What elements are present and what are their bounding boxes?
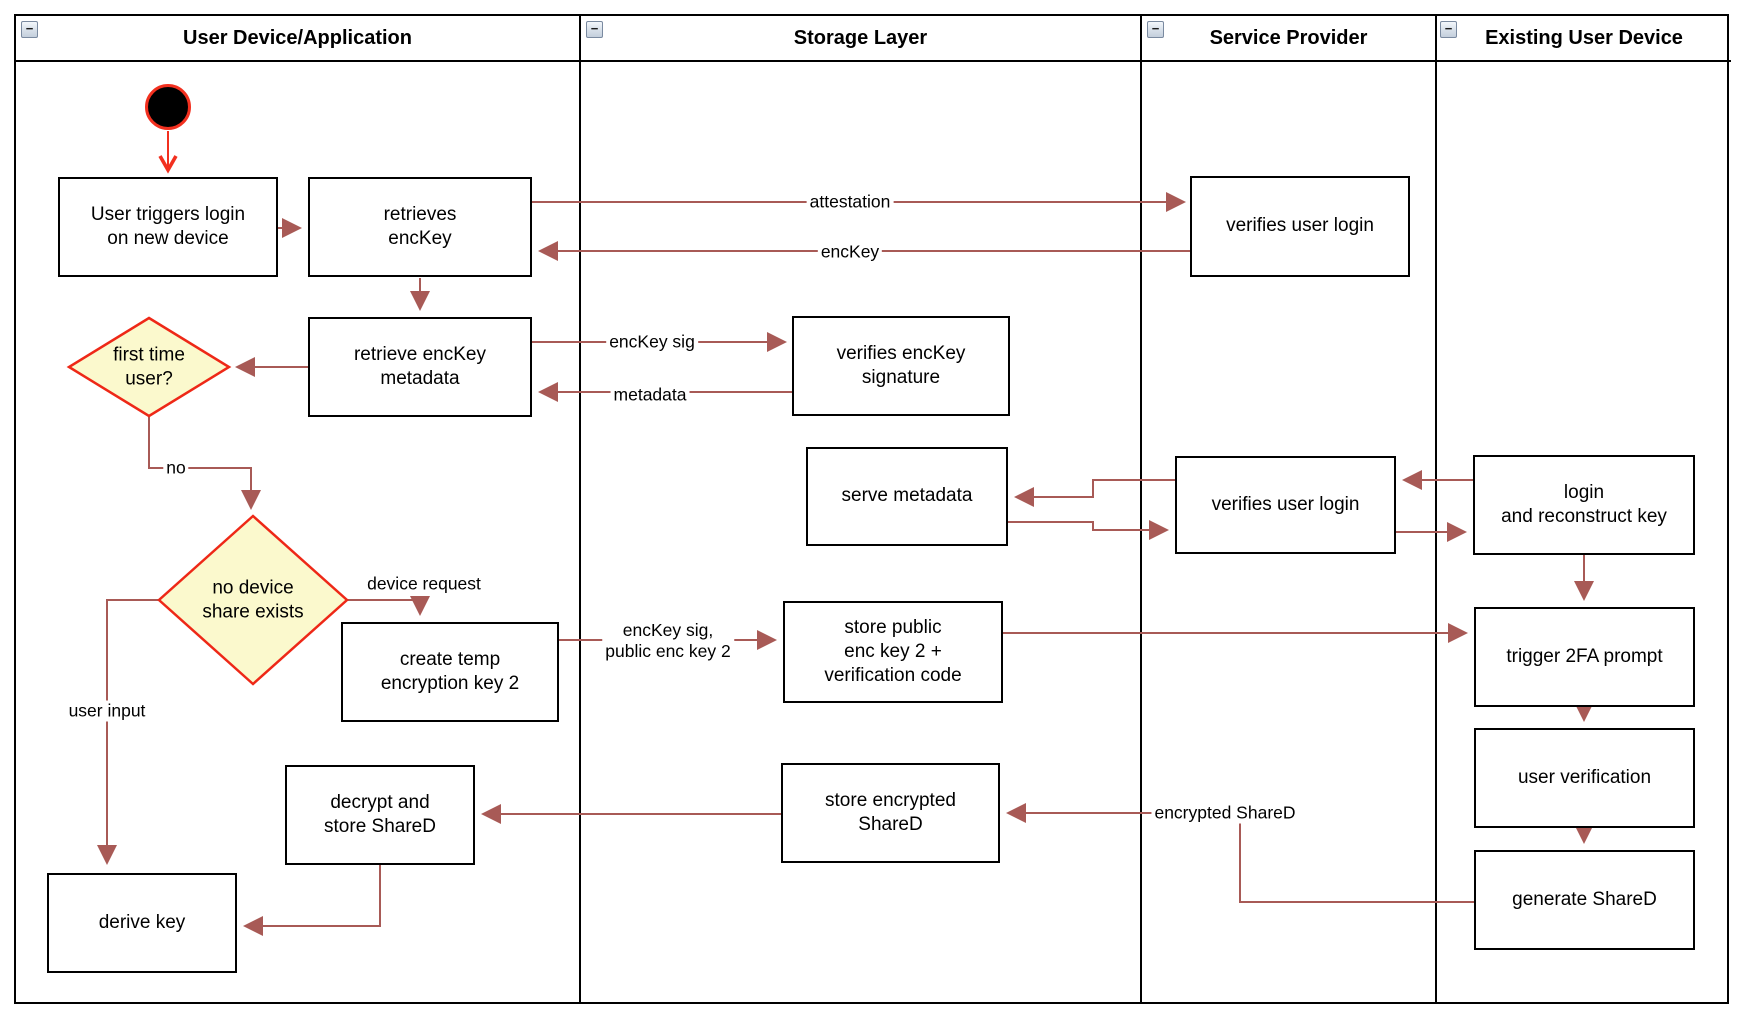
edge-encrypted-shared[interactable] <box>1006 803 1474 903</box>
edge-label-enckeysig-public2: encKey sig, public enc key 2 <box>602 620 734 662</box>
edge-label-enckey-sig: encKey sig <box>606 331 698 353</box>
edge-label-device-request: device request <box>367 573 481 594</box>
lane-header-user-device-application[interactable]: − User Device/Application <box>16 16 579 62</box>
edge-label-metadata: metadata <box>610 384 690 406</box>
lane-user-device-application: − User Device/Application <box>16 16 579 1002</box>
lane-header-storage-layer[interactable]: − Storage Layer <box>581 16 1140 62</box>
lane-title-storage-layer: Storage Layer <box>793 26 928 49</box>
decision-no-device-share-shape[interactable] <box>157 514 349 686</box>
activity-decrypt-store-shared[interactable]: decrypt and store ShareD <box>285 765 475 865</box>
edge-label-attestation: attestation <box>806 191 894 213</box>
edge-verifiesmid-to-serve[interactable] <box>1014 479 1175 507</box>
activity-user-verification[interactable]: user verification <box>1474 728 1695 828</box>
activity-create-temp-key[interactable]: create temp encryption key 2 <box>341 622 559 722</box>
edge-label-encrypted-shared: encrypted ShareD <box>1151 802 1299 824</box>
activity-store-encrypted-shared[interactable]: store encrypted ShareD <box>781 763 1000 863</box>
collapse-lane-icon[interactable]: − <box>586 21 603 38</box>
decision-first-time-user-shape[interactable] <box>66 316 232 418</box>
edge-label-enckey: encKey <box>817 241 883 263</box>
activity-verifies-enckey-signature[interactable]: verifies encKey signature <box>792 316 1010 416</box>
edge-label-no: no <box>163 457 189 479</box>
lane-existing-user-device: − Existing User Device <box>1435 16 1731 1002</box>
activity-retrieves-enckey[interactable]: retrieves encKey <box>308 177 532 277</box>
activity-store-public-key[interactable]: store public enc key 2 + verification co… <box>783 601 1003 703</box>
edge-user-input[interactable] <box>97 599 159 865</box>
edge-label-user-input: user input <box>65 700 149 722</box>
lane-title-user-device-application: User Device/Application <box>183 26 412 49</box>
activity-retrieve-enckey-metadata[interactable]: retrieve encKey metadata <box>308 317 532 417</box>
lane-header-existing-user-device[interactable]: − Existing User Device <box>1437 16 1731 62</box>
collapse-lane-icon[interactable]: − <box>1147 21 1164 38</box>
collapse-lane-icon[interactable]: − <box>1440 21 1457 38</box>
start-node[interactable] <box>145 84 191 130</box>
edge-serve-to-verifiesmid[interactable] <box>1008 520 1169 540</box>
decision-first-time-user-label: first time user? <box>113 344 185 389</box>
activity-user-triggers-login[interactable]: User triggers login on new device <box>58 177 278 277</box>
lane-title-service-provider: Service Provider <box>1209 26 1368 49</box>
activity-serve-metadata[interactable]: serve metadata <box>806 447 1008 546</box>
activity-derive-key[interactable]: derive key <box>47 873 237 973</box>
activity-verifies-user-login-top[interactable]: verifies user login <box>1190 176 1410 277</box>
edge-no-branch[interactable] <box>148 416 261 510</box>
lane-title-existing-user-device: Existing User Device <box>1485 26 1683 49</box>
activity-trigger-2fa-prompt[interactable]: trigger 2FA prompt <box>1474 607 1695 707</box>
lane-header-service-provider[interactable]: − Service Provider <box>1142 16 1435 62</box>
edge-decrypt-to-derive[interactable] <box>243 865 381 936</box>
activity-login-reconstruct-key[interactable]: login and reconstruct key <box>1473 455 1695 555</box>
edge-device-request[interactable] <box>347 596 430 616</box>
lane-service-provider: − Service Provider <box>1140 16 1435 1002</box>
activity-generate-shared[interactable]: generate ShareD <box>1474 850 1695 950</box>
decision-no-device-share-label: no device share exists <box>202 577 304 622</box>
lane-storage-layer: − Storage Layer <box>579 16 1140 1002</box>
collapse-lane-icon[interactable]: − <box>21 21 38 38</box>
activity-verifies-user-login-mid[interactable]: verifies user login <box>1175 456 1396 554</box>
